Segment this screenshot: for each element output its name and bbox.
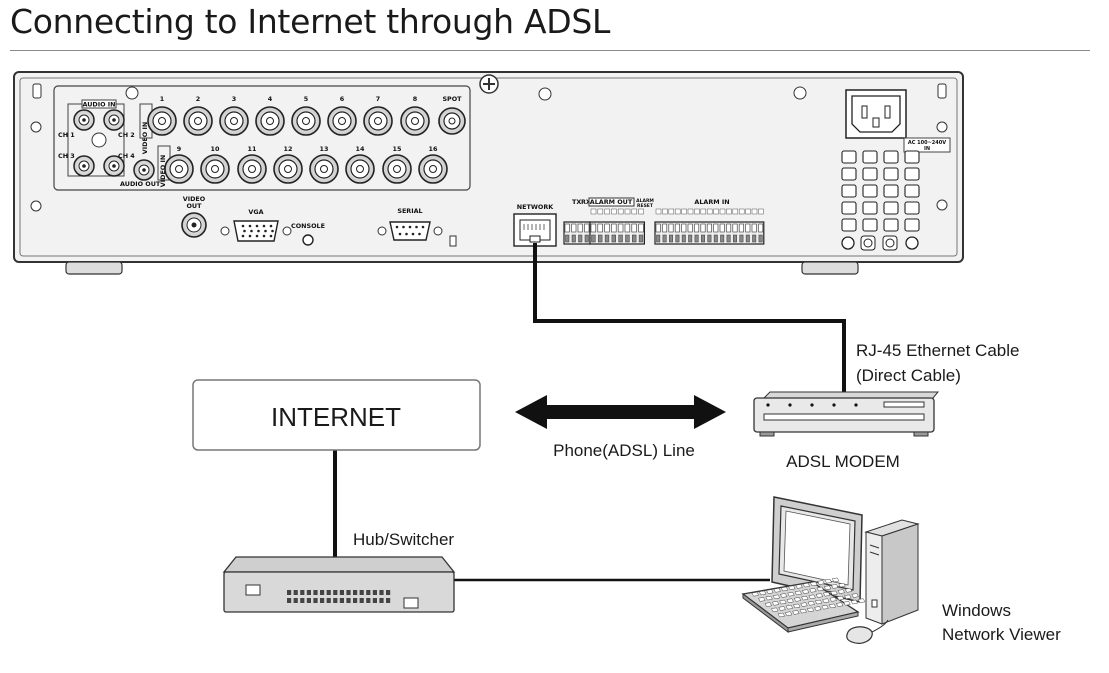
hub-switcher	[222, 556, 456, 613]
video-in-bnc-connector	[291, 106, 321, 136]
alarm-in-label: ALARM IN	[694, 198, 729, 206]
rx-label: RX	[581, 198, 591, 206]
alarm-reset-label-1: ALARM	[636, 198, 654, 204]
video-out-label-2: OUT	[187, 202, 203, 210]
adsl-modem-label: ADSL MODEM	[786, 452, 900, 471]
mount-hole	[125, 86, 139, 100]
video-in-number: 13	[320, 145, 329, 153]
video-in-number: 2	[196, 95, 200, 103]
ch3-label: CH 3	[58, 152, 75, 160]
audio-rca-jack	[103, 155, 125, 177]
console-label: CONSOLE	[291, 222, 325, 230]
dvr-foot	[65, 261, 123, 275]
mount-hole	[538, 87, 552, 101]
video-in-number: 9	[177, 145, 182, 153]
mount-hole	[936, 199, 948, 211]
video-in-bnc-connector	[183, 106, 213, 136]
video-in-bnc-connector	[147, 106, 177, 136]
rj45-ethernet-cable	[533, 243, 846, 392]
video-in-bnc-connector	[345, 154, 375, 184]
option-slot-grid	[841, 150, 920, 232]
spot-label: SPOT	[442, 95, 462, 103]
video-in-number: 1	[160, 95, 164, 103]
video-in-bnc-connector	[255, 106, 285, 136]
mount-hole	[30, 200, 42, 212]
network-rj45-port	[513, 213, 557, 247]
video-in-bnc-connector	[418, 154, 448, 184]
audio-out-label: AUDIO OUT	[120, 180, 161, 188]
mount-hole	[936, 121, 948, 133]
terminal-block	[654, 221, 765, 245]
power-inlet	[845, 89, 907, 139]
mount-hole	[30, 121, 42, 133]
ac-input-label-2: IN	[924, 146, 930, 152]
ac-input-label-1: AC 100~240V	[908, 140, 946, 146]
phone-adsl-line-arrow	[515, 395, 726, 429]
video-in-bnc-connector	[400, 106, 430, 136]
video-in-bnc-connector	[200, 154, 230, 184]
mount-hole	[793, 86, 807, 100]
ch1-label: CH 1	[58, 131, 75, 139]
phone-line-label: Phone(ADSL) Line	[553, 441, 695, 460]
audio-rca-jack	[133, 159, 155, 181]
internet-label: INTERNET	[271, 402, 401, 432]
video-in-number: 15	[393, 145, 402, 153]
video-in-number: 6	[340, 95, 345, 103]
audio-rca-jack	[103, 109, 125, 131]
terminal-block	[563, 221, 591, 245]
alarm-out-label: ALARM OUT	[590, 198, 633, 206]
video-in-number: 8	[413, 95, 418, 103]
windows-pc	[741, 496, 920, 644]
switch-slot	[449, 235, 457, 247]
tx-label: TX	[572, 198, 581, 206]
bottom-right-jacks	[841, 235, 919, 251]
video-in-bnc-connector	[164, 154, 194, 184]
video-in-bnc-connector	[219, 106, 249, 136]
page-title: Connecting to Internet through ADSL	[10, 2, 611, 41]
video-in-number: 3	[232, 95, 236, 103]
video-in-label-bottom: VIDEO IN	[159, 155, 167, 187]
video-out-bnc-connector	[181, 212, 207, 238]
ch4-label: CH 4	[118, 152, 135, 160]
video-in-bnc-connector	[309, 154, 339, 184]
audio-rca-jack	[73, 155, 95, 177]
spot-bnc-connector	[438, 107, 466, 135]
audio-rca-jack	[73, 109, 95, 131]
video-in-bnc-connector	[237, 154, 267, 184]
vga-port	[220, 220, 292, 242]
video-in-bnc-connector	[327, 106, 357, 136]
serial-port	[377, 221, 443, 241]
pc-label-line2: Network Viewer	[942, 625, 1061, 644]
network-port-label: NETWORK	[517, 203, 554, 211]
audio-in-label: AUDIO IN	[82, 101, 115, 109]
audio-in-group: AUDIO IN CH 1 CH 2 CH 3 CH 4 AUDIO OUT	[58, 99, 161, 188]
video-in-number: 5	[304, 95, 308, 103]
video-in-number: 4	[268, 95, 273, 103]
internet-cloud-box: INTERNET	[192, 379, 481, 451]
console-port	[302, 234, 314, 246]
video-in-number: 11	[248, 145, 257, 153]
title-divider	[10, 50, 1090, 51]
video-in-bnc-connector	[363, 106, 393, 136]
video-in-number: 14	[356, 145, 365, 153]
rj45-cable-label: RJ-45 Ethernet Cable	[856, 341, 1019, 360]
video-in-bnc-connector	[273, 154, 303, 184]
video-in-number: 10	[211, 145, 220, 153]
video-in-number: 16	[429, 145, 438, 153]
vga-label: VGA	[248, 208, 263, 216]
serial-label: SERIAL	[397, 207, 422, 215]
alarm-reset-label-2: RESET	[637, 203, 654, 209]
rj45-cable-sublabel: (Direct Cable)	[856, 366, 961, 385]
hub-label: Hub/Switcher	[353, 530, 454, 549]
video-out-label-1: VIDEO	[183, 195, 206, 203]
dvr-foot	[801, 261, 859, 275]
video-in-number: 7	[376, 95, 380, 103]
video-in-bnc-connector	[382, 154, 412, 184]
pc-label-line1: Windows	[942, 601, 1011, 620]
adsl-modem	[753, 391, 940, 437]
ch2-label: CH 2	[118, 131, 135, 139]
terminal-block	[589, 221, 646, 245]
video-in-number: 12	[284, 145, 293, 153]
dvr-rear-panel	[13, 71, 964, 275]
